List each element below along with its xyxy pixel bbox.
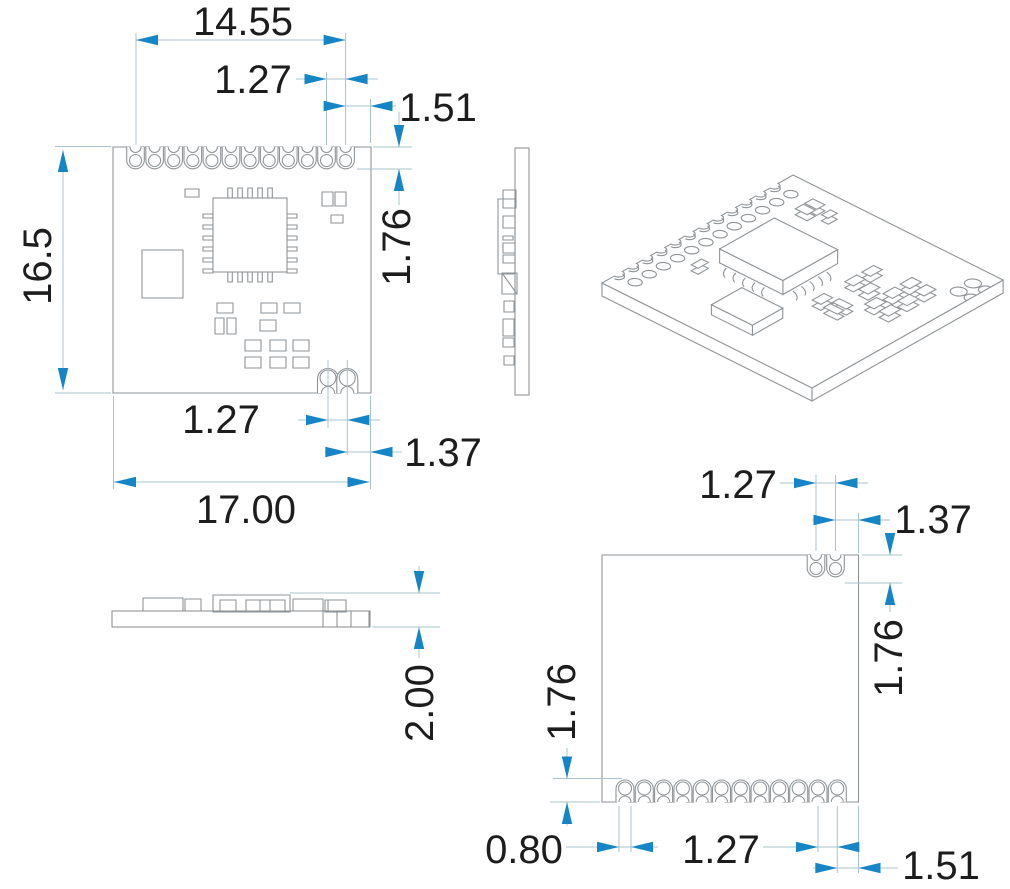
bottom-view [601,554,860,803]
edge-view-board [111,610,371,628]
dim-label-top-pin-pitch: 1.27 [699,463,777,507]
iso-small-components-top [691,198,963,342]
dim-label-bottom-pin-to-edge: 1.37 [404,431,482,475]
dim-label-top-pin-to-edge: 1.37 [894,498,972,542]
iso-castellation-walls [614,186,782,281]
iso-chip-leads [717,244,837,307]
edge-view [111,594,371,628]
dimensions-edge-view: 2.00 [290,566,442,742]
top-view-components [141,188,347,369]
dim-label-top-pin-length: 1.76 [867,619,911,697]
dim-label-bottom-pin-length: 1.76 [540,663,584,741]
isometric-view [590,175,1010,401]
dim-label-board-height: 16.5 [16,227,60,305]
top-view [112,146,372,394]
iso-castellation-holes [625,189,801,288]
dim-label-pin-pitch: 1.27 [214,58,292,102]
edge-view-components [142,594,370,628]
iso-bottom-holes [947,277,985,298]
dimensions-bottom-view: 1.27 1.37 1.76 1.76 0.80 1.27 1.51 [485,463,980,888]
bottom-view-board-outline [601,554,860,803]
dim-label-board-width: 17.00 [196,488,296,532]
ic-body [212,197,288,273]
dim-label-bottom-pin-pitch: 1.27 [682,828,760,872]
side-view-components [497,189,518,366]
side-view-board [514,147,530,396]
dimensions-top-view: 14.55 1.27 1.51 16.5 1.76 1.27 1.37 17.0… [16,0,482,532]
dim-label-last-pin-to-edge: 1.51 [399,86,477,130]
dim-label-castellation-hole: 0.80 [485,828,563,872]
dim-label-module-thickness: 2.00 [398,664,442,742]
iso-chip-top [720,218,838,281]
iso-crystal-top [711,288,782,326]
side-view [497,147,530,396]
dim-label-bottom-pin-pitch: 1.27 [182,398,260,442]
dim-label-bottom-pin-to-edge: 1.51 [902,844,980,888]
dim-label-pin-length: 1.76 [375,208,419,286]
dim-label-pin-row-span: 14.55 [193,0,293,44]
